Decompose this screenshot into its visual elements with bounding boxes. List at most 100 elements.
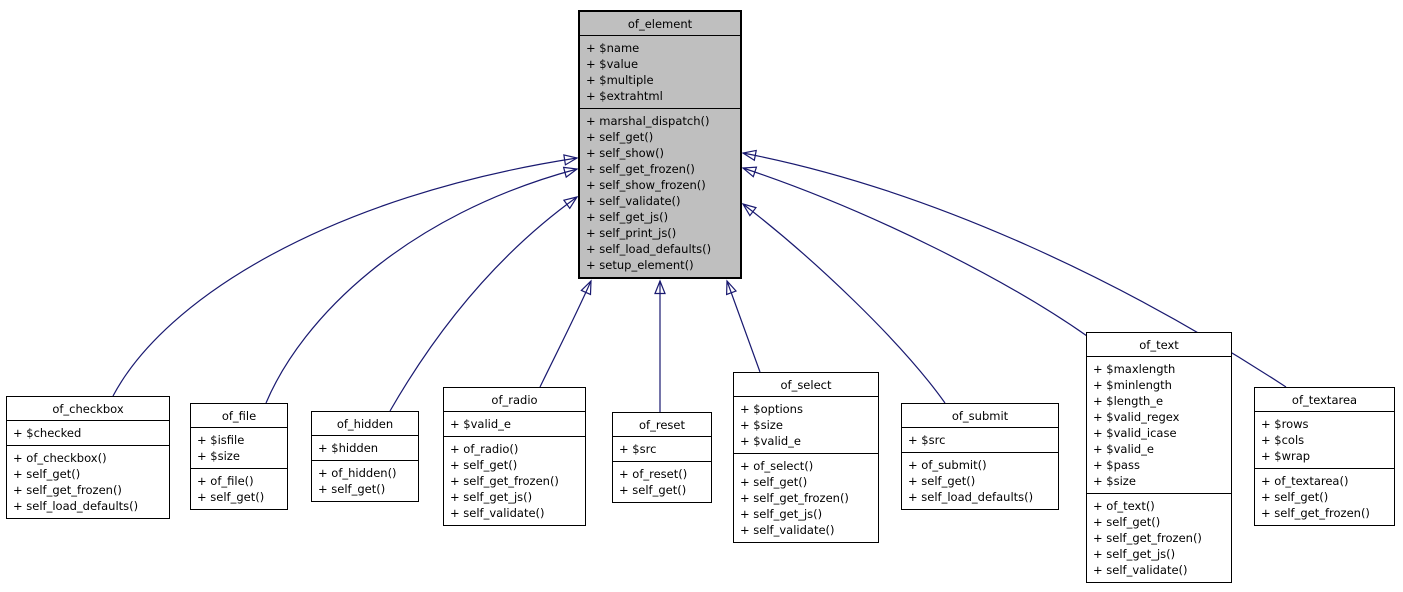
method-row: + self_show() [586, 146, 665, 160]
class-name[interactable]: of_element [627, 17, 693, 31]
method-row: + self_get() [740, 475, 808, 489]
attributes-section: + $src [902, 427, 1058, 452]
method-row: + of_hidden() [318, 466, 397, 480]
class-box-of-submit[interactable]: of_submit + $src + of_submit()+ self_get… [901, 403, 1059, 510]
method-row: + self_get_frozen() [1261, 506, 1370, 520]
methods-section: + of_radio() + self_get() + self_get_froze… [444, 436, 585, 525]
class-name[interactable]: of_select [780, 378, 832, 392]
method-row: + self_get_js() [1093, 547, 1176, 561]
methods-section: + of_reset() + self_get() [613, 461, 711, 502]
attributes-section: + $valid_e [444, 411, 585, 436]
method-row: + self_load_defaults() [586, 242, 712, 256]
attribute-row: + $valid_icase [1093, 426, 1177, 440]
method-row: + self_validate() [586, 194, 681, 208]
inheritance-arrow-of-select [725, 279, 761, 373]
attribute-row: + $maxlength [1093, 362, 1176, 376]
methods-section: + of_textarea() + self_get() + self_get_fr… [1255, 468, 1394, 525]
method-row: + self_get_frozen() [1093, 531, 1202, 545]
attribute-row: + $pass [1093, 458, 1140, 472]
attribute-row: + $checked [13, 426, 82, 440]
attribute-row: + $src [908, 433, 946, 447]
methods-section: + of_checkbox()+ self_get()+ self_get_fr… [7, 445, 169, 518]
method-row: + self_get_frozen() [740, 491, 849, 505]
class-name[interactable]: of_checkbox [52, 402, 124, 416]
method-row: + self_validate() [740, 523, 835, 537]
attribute-row: + $valid_regex [1093, 410, 1180, 424]
class-name[interactable]: of_textarea [1291, 393, 1358, 407]
inheritance-arrow-of-file [265, 166, 579, 404]
method-row: + self_get() [197, 490, 265, 504]
method-row: + self_print_js() [586, 226, 677, 240]
method-row: + self_validate() [450, 506, 545, 520]
method-row: + of_select() [740, 459, 814, 473]
method-row: + marshal_dispatch() [586, 114, 710, 128]
class-box-of-file[interactable]: of_file + $isfile+ $size + of_file() + se… [190, 403, 288, 510]
class-box-of-checkbox[interactable]: of_checkbox + $checked + of_checkbox()+ … [6, 396, 170, 519]
class-name[interactable]: of_text [1139, 338, 1179, 352]
method-row: + self_show_frozen() [586, 178, 706, 192]
class-box-of-element[interactable]: of_element + $name + $value + $multiple + $… [578, 10, 742, 279]
attribute-row: + $name [586, 41, 640, 55]
methods-section: + of_submit()+ self_get()+ self_load_def… [902, 452, 1058, 509]
class-box-of-radio[interactable]: of_radio + $valid_e + of_radio() + self_g… [443, 387, 586, 526]
method-row: + self_get() [586, 130, 654, 144]
method-row: + self_get() [1261, 490, 1329, 504]
attributes-section: + $checked [7, 420, 169, 445]
attribute-row: + $valid_e [1093, 442, 1154, 456]
attribute-row: + $value [586, 57, 639, 71]
method-row: + of_checkbox() [13, 451, 107, 465]
class-name[interactable]: of_hidden [336, 417, 394, 431]
attributes-section: + $rows + $cols + $wrap [1255, 411, 1394, 468]
attribute-row: + $hidden [318, 441, 379, 455]
method-row: + self_get_frozen() [13, 483, 122, 497]
class-name[interactable]: of_submit [951, 409, 1009, 423]
attributes-section: + $src [613, 436, 711, 461]
attribute-row: + $multiple [586, 73, 654, 87]
class-box-of-hidden[interactable]: of_hidden + $hidden + of_hidden() + self_… [311, 411, 419, 502]
method-row: + of_file() [197, 474, 254, 488]
attribute-row: + $size [197, 449, 240, 463]
inheritance-arrow-of-checkbox [112, 154, 579, 397]
method-row: + self_get_js() [450, 490, 533, 504]
method-row: + self_get() [908, 474, 976, 488]
method-row: + self_load_defaults() [908, 490, 1034, 504]
method-row: + self_get() [1093, 515, 1161, 529]
attribute-row: + $valid_e [450, 417, 511, 431]
class-box-of-reset[interactable]: of_reset + $src + of_reset() + self_get() [612, 412, 712, 503]
attributes-section: + $options+ $size+ $valid_e [734, 396, 878, 453]
methods-section: + marshal_dispatch() + self_get() + self_s… [580, 108, 740, 277]
method-row: + self_get_frozen() [586, 162, 695, 176]
attribute-row: + $valid_e [740, 434, 801, 448]
attribute-row: + $extrahtml [586, 89, 663, 103]
inheritance-arrow-of-text [741, 166, 1088, 337]
attribute-row: + $size [1093, 474, 1136, 488]
class-box-of-select[interactable]: of_select + $options+ $size+ $valid_e + … [733, 372, 879, 543]
class-name[interactable]: of_radio [491, 393, 538, 407]
method-row: + self_get_js() [586, 210, 669, 224]
method-row: + of_text() [1093, 499, 1155, 513]
method-row: + self_get() [619, 483, 687, 497]
attribute-row: + $wrap [1261, 449, 1311, 463]
class-box-of-text[interactable]: of_text + $maxlength+ $minlength+ $lengt… [1086, 332, 1232, 583]
method-row: + self_get() [318, 482, 386, 496]
method-row: + self_get_frozen() [450, 474, 559, 488]
class-name[interactable]: of_reset [639, 418, 685, 432]
method-row: + setup_element() [586, 258, 694, 272]
method-row: + of_reset() [619, 467, 688, 481]
inheritance-arrow-of-hidden [389, 196, 579, 412]
methods-section: + of_hidden() + self_get() [312, 460, 418, 501]
attribute-row: + $src [619, 442, 657, 456]
method-row: + self_load_defaults() [13, 499, 139, 513]
method-row: + of_radio() [450, 442, 519, 456]
method-row: + of_textarea() [1261, 474, 1349, 488]
class-box-of-textarea[interactable]: of_textarea + $rows + $cols + $wrap + of_t… [1254, 387, 1395, 526]
method-row: + self_get_js() [740, 507, 823, 521]
attributes-section: + $isfile+ $size [191, 427, 287, 468]
attribute-row: + $cols [1261, 433, 1305, 447]
attribute-row: + $options [740, 402, 803, 416]
method-row: + self_get() [450, 458, 518, 472]
attribute-row: + $rows [1261, 417, 1309, 431]
class-name[interactable]: of_file [221, 409, 257, 423]
